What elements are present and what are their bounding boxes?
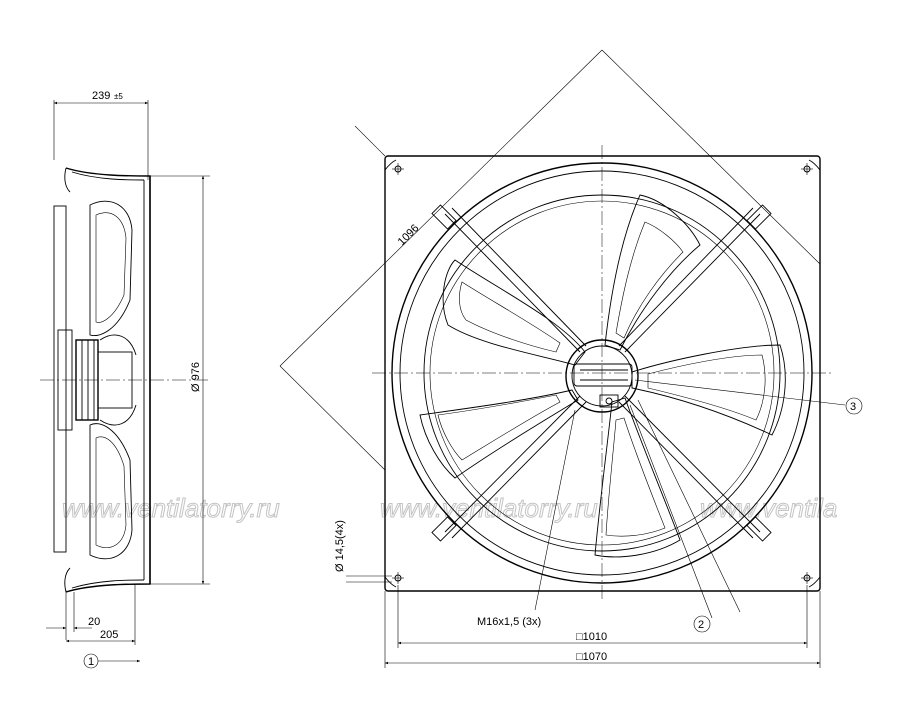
mounting-plate [384, 155, 821, 592]
front-view: 1096 [279, 49, 863, 668]
callout-3-label: 3 [850, 401, 856, 413]
callout-2-circle [693, 615, 711, 633]
callout-3-circle [845, 397, 863, 415]
depth-dimension-label: 239 [92, 90, 110, 102]
diagonal-dimension-label: 1096 [396, 222, 422, 248]
mounting-holes [392, 163, 813, 584]
callout-1-label: 1 [88, 656, 94, 668]
watermark-group: www.ventilatorry.ru www.ventilatorry.ru … [62, 493, 838, 524]
diameter-dimension-label: Ø 976 [190, 362, 202, 392]
overall-dimension-label: 205 [100, 629, 118, 641]
depth-tolerance-label: ±5 [114, 92, 123, 101]
inner-square-dimension-label: □1010 [576, 631, 607, 643]
watermark-text-3: www.ventila [700, 493, 837, 523]
flange-dimension-label: 20 [88, 616, 100, 628]
watermark-text-1: www.ventilatorry.ru [62, 493, 280, 523]
thread-label: M16x1,5 (3x) [477, 616, 541, 628]
fan-blades [419, 194, 786, 558]
watermark-text-2: www.ventilatorry.ru [380, 493, 598, 523]
callout-2-label: 2 [698, 619, 704, 631]
outer-square-dimension-label: □1070 [576, 651, 607, 663]
side-view: 239 ±5 Ø 976 [40, 90, 210, 669]
support-struts [431, 204, 772, 542]
motor-hub [565, 339, 639, 413]
hole-dimension-label: Ø 14,5(4x) [334, 520, 346, 572]
